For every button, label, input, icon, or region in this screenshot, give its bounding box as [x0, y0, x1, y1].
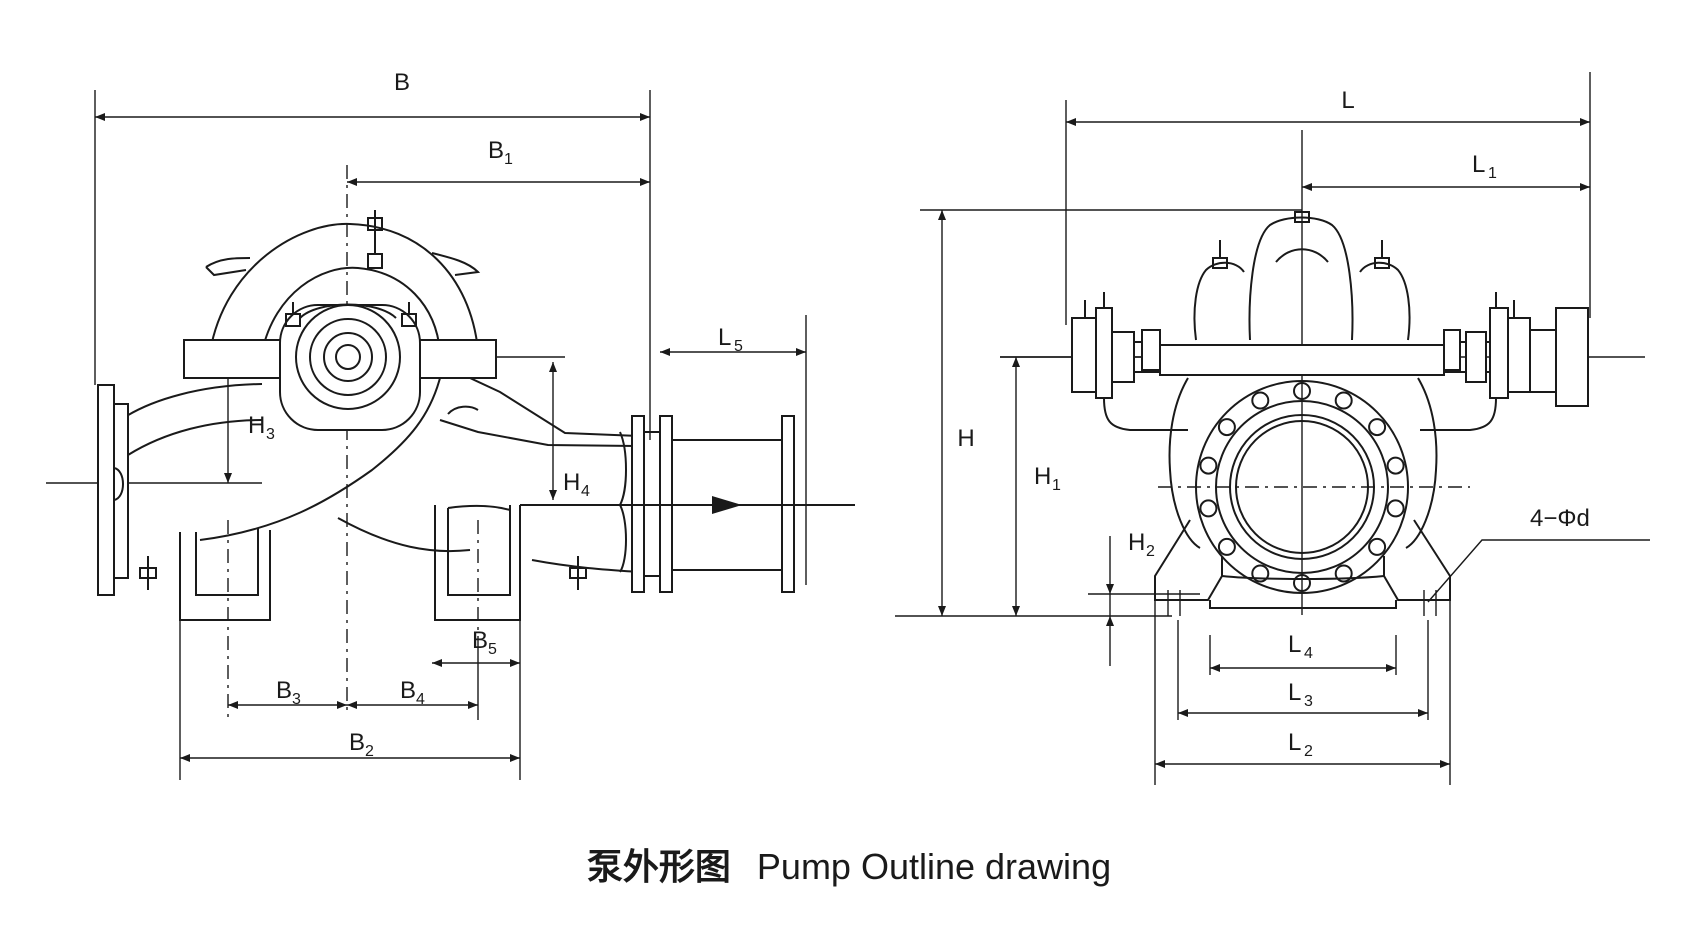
caption-chinese: 泵外形图 [586, 847, 731, 888]
svg-text:B: B [349, 729, 365, 756]
svg-text:H: H [1128, 529, 1145, 556]
svg-text:5: 5 [734, 338, 743, 355]
flange-bolt-hole [1251, 564, 1270, 583]
svg-text:B: B [488, 137, 504, 164]
label-B: B [394, 69, 410, 96]
flange-bolt-hole [1334, 391, 1353, 410]
svg-text:B: B [276, 677, 292, 704]
svg-text:4: 4 [1304, 645, 1313, 662]
flange-bolt-hole [1334, 564, 1353, 583]
drawing-caption: 泵外形图 Pump Outline drawing [0, 838, 1698, 890]
flange-bolt-hole [1251, 391, 1270, 410]
label-L: L [1341, 87, 1354, 114]
svg-text:1: 1 [504, 151, 513, 168]
flange-bolt-hole [1368, 537, 1387, 556]
svg-text:L: L [718, 324, 731, 351]
svg-text:L: L [1288, 729, 1301, 756]
flange-bolt-hole [1293, 574, 1311, 592]
svg-text:4: 4 [416, 691, 425, 708]
svg-text:3: 3 [292, 691, 301, 708]
flange-bolt-holes [1199, 382, 1405, 592]
svg-text:L: L [1288, 679, 1301, 706]
flange-bolt-hole [1386, 499, 1405, 518]
svg-text:2: 2 [1146, 543, 1155, 560]
caption-english: Pump Outline drawing [756, 846, 1112, 887]
label-4-phi-d: 4−Φd [1530, 505, 1590, 532]
svg-text:B: B [400, 677, 416, 704]
svg-text:2: 2 [1304, 743, 1313, 760]
flange-bolt-hole [1199, 499, 1218, 518]
flange-bolt-hole [1368, 418, 1387, 437]
flange-bolt-hole [1199, 456, 1218, 475]
svg-text:3: 3 [266, 426, 275, 443]
svg-text:5: 5 [488, 641, 497, 658]
flange-bolt-hole [1386, 456, 1405, 475]
svg-text:H: H [1034, 463, 1051, 490]
svg-text:H: H [248, 412, 265, 439]
svg-text:L: L [1472, 151, 1485, 178]
svg-text:L: L [1288, 631, 1301, 658]
label-H: H [957, 425, 974, 452]
svg-text:1: 1 [1488, 165, 1497, 182]
svg-text:2: 2 [365, 743, 374, 760]
flange-bolt-hole [1217, 418, 1236, 437]
svg-text:4: 4 [581, 483, 590, 500]
svg-text:H: H [563, 469, 580, 496]
flange-bolt-hole [1293, 382, 1311, 400]
svg-text:3: 3 [1304, 693, 1313, 710]
svg-text:B: B [472, 627, 488, 654]
flange-bolt-hole [1217, 537, 1236, 556]
svg-text:1: 1 [1052, 477, 1061, 494]
